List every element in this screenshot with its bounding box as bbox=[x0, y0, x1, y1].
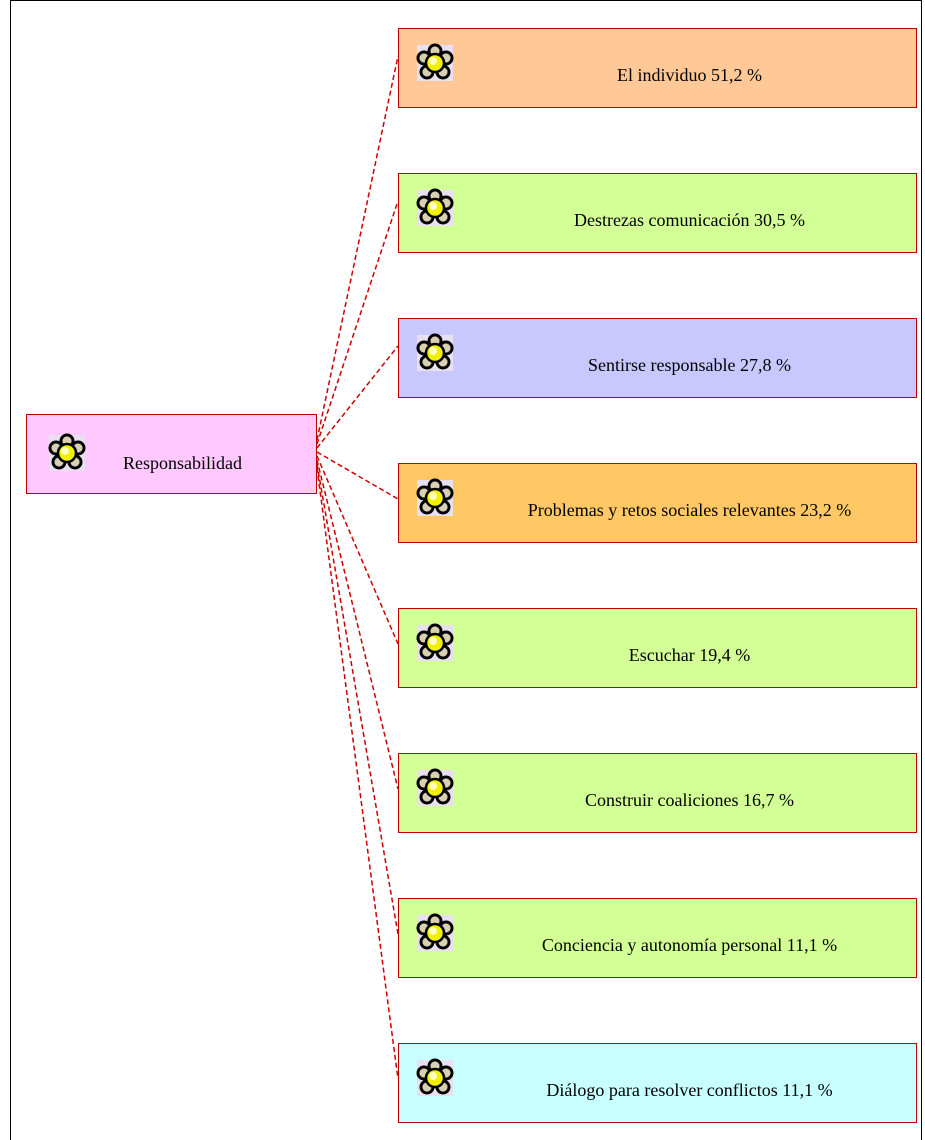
connector-line bbox=[316, 345, 399, 449]
connector-line bbox=[316, 55, 399, 441]
flower-icon bbox=[415, 188, 455, 228]
branch-node: Destrezas comunicación 30,5 % bbox=[398, 173, 917, 253]
branch-label: Problemas y retos sociales relevantes 23… bbox=[527, 500, 852, 520]
flower-icon bbox=[47, 433, 87, 473]
branch-label: Diálogo para resolver conflictos 11,1 % bbox=[546, 1080, 833, 1100]
branch-node: Conciencia y autonomía personal 11,1 % bbox=[398, 898, 917, 978]
branch-node: Construir coaliciones 16,7 % bbox=[398, 753, 917, 833]
branch-label: Destrezas comunicación 30,5 % bbox=[574, 210, 805, 230]
branch-label: Sentirse responsable 27,8 % bbox=[588, 355, 791, 375]
connector-line bbox=[316, 455, 399, 645]
flower-icon bbox=[415, 478, 455, 518]
connector-line bbox=[316, 459, 399, 790]
flower-icon bbox=[415, 43, 455, 83]
flower-icon bbox=[415, 333, 455, 373]
flower-icon bbox=[415, 913, 455, 953]
connector-line bbox=[316, 451, 399, 500]
branch-node: Problemas y retos sociales relevantes 23… bbox=[398, 463, 917, 543]
branch-label: Conciencia y autonomía personal 11,1 % bbox=[541, 935, 838, 955]
branch-label: Escuchar 19,4 % bbox=[628, 645, 751, 665]
branch-node: El individuo 51,2 % bbox=[398, 28, 917, 108]
connector-line bbox=[316, 200, 399, 445]
branch-label: El individuo 51,2 % bbox=[617, 65, 762, 85]
diagram-frame bbox=[10, 0, 922, 1140]
flower-icon bbox=[415, 768, 455, 808]
connector-line bbox=[316, 463, 399, 935]
branch-node: Diálogo para resolver conflictos 11,1 % bbox=[398, 1043, 917, 1123]
branch-node: Sentirse responsable 27,8 % bbox=[398, 318, 917, 398]
flower-icon bbox=[415, 1058, 455, 1098]
root-label: Responsabilidad bbox=[123, 453, 242, 473]
flower-icon bbox=[415, 623, 455, 663]
branch-label: Construir coaliciones 16,7 % bbox=[585, 790, 794, 810]
connector-line bbox=[316, 467, 399, 1080]
root-node: Responsabilidad bbox=[26, 414, 317, 494]
branch-node: Escuchar 19,4 % bbox=[398, 608, 917, 688]
